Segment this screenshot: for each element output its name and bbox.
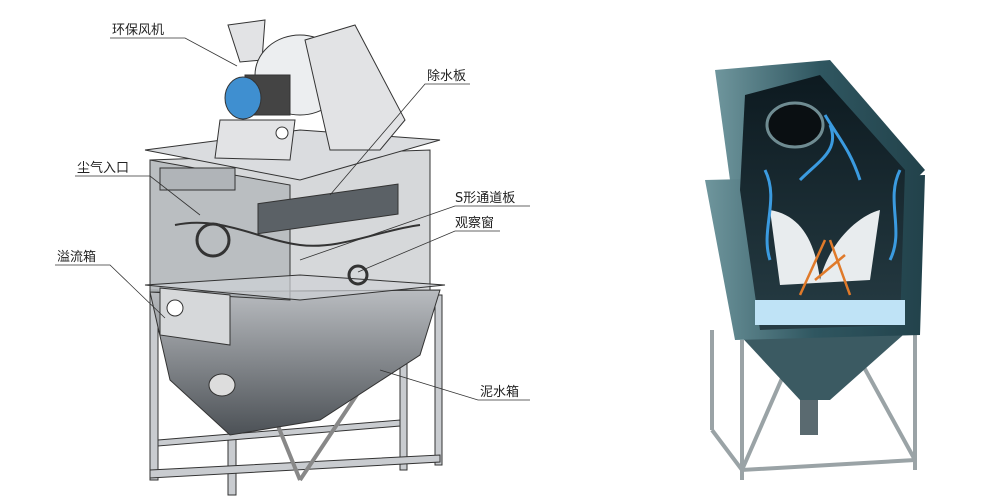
observation-window: [347, 264, 369, 286]
label-s-channel: S形通道板: [455, 191, 515, 206]
label-overflow-box: 溢流箱: [57, 249, 96, 265]
dust-flow-arrows: [798, 239, 852, 296]
airflow-arrows: [763, 114, 902, 261]
cutaway-interior: [740, 75, 905, 330]
demister-plates: [257, 183, 399, 235]
label-dust-inlet: 尘气入口: [77, 160, 129, 176]
overflow-box: [159, 287, 231, 346]
left-collector-drawing: [144, 19, 446, 496]
fan: [214, 19, 406, 161]
label-demister: 除水板: [427, 69, 466, 84]
hopper-right: [735, 320, 920, 400]
label-sludge-box: 泥水箱: [480, 384, 519, 400]
right-cutaway-render: [705, 60, 925, 480]
support-frame-right: [710, 320, 917, 480]
leader-lines: [55, 37, 530, 401]
motor-cover: [224, 76, 262, 120]
labels: 环保风机 除水板 尘气入口 S形通道板 观察窗 溢流箱 泥水箱: [57, 23, 519, 400]
water-layer: [755, 300, 905, 325]
s-channel-right: [770, 210, 880, 285]
label-observation-window: 观察窗: [455, 215, 494, 231]
dust-inlet-ring: [195, 222, 231, 258]
sludge-outlet: [208, 373, 236, 397]
label-fan: 环保风机: [112, 23, 164, 38]
